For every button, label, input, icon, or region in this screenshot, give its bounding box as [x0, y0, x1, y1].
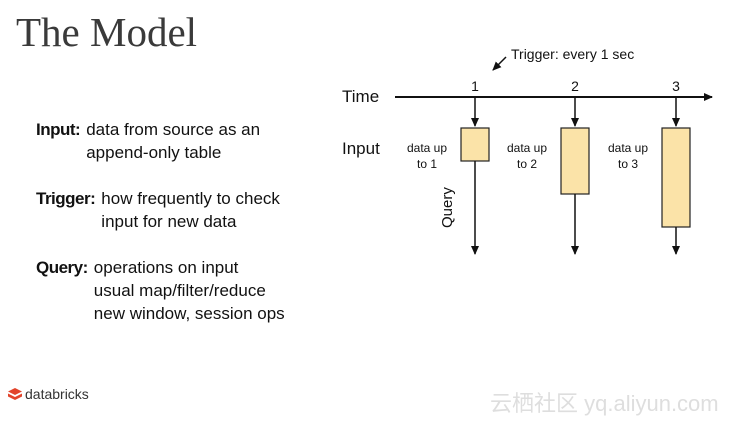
input-box-label: to 1	[417, 157, 437, 171]
trigger-ticks: 1 data up to 1 2 data up to 2 3 data up to 3	[407, 78, 691, 255]
definition-line: input for new data	[101, 212, 237, 231]
input-box-label: data up	[407, 141, 447, 155]
input-row-label: Input	[342, 139, 380, 158]
input-data-box	[661, 127, 691, 228]
tick-label: 3	[672, 78, 680, 94]
definition-line: how frequently to check	[101, 189, 280, 208]
definition-term: Query:	[36, 258, 88, 277]
logo-text: databricks	[25, 386, 89, 402]
input-box-label: data up	[608, 141, 648, 155]
tick-label: 2	[571, 78, 579, 94]
definition-input: Input: data from source as an append-onl…	[36, 118, 336, 164]
tick-label: 1	[471, 78, 479, 94]
input-data-box	[560, 127, 590, 195]
definition-line: usual map/filter/reduce	[93, 281, 266, 300]
definition-trigger: Trigger: how frequently to check input f…	[36, 187, 336, 233]
definition-line: data from source as an	[86, 120, 261, 139]
time-axis-label: Time	[342, 87, 379, 106]
input-box-label: to 2	[517, 157, 537, 171]
databricks-stack-icon	[8, 387, 22, 400]
definitions-list: Input: data from source as an append-onl…	[36, 118, 336, 348]
definition-line: operations on input	[93, 258, 239, 277]
definition-line: new window, session ops	[93, 304, 285, 323]
watermark-text: 云栖社区 yq.aliyun.com	[490, 391, 719, 416]
slide-title: The Model	[16, 9, 198, 55]
trigger-label: Trigger: every 1 sec	[511, 46, 634, 62]
definition-term: Trigger:	[36, 189, 96, 208]
definition-query: Query: operations on input usual map/fil…	[36, 256, 336, 325]
definition-line: append-only table	[86, 143, 222, 162]
input-box-label: data up	[507, 141, 547, 155]
databricks-logo: databricks	[8, 386, 89, 402]
input-box-label: to 3	[618, 157, 638, 171]
trigger-pointer-arrow	[492, 56, 507, 71]
input-data-box	[460, 127, 490, 162]
definition-term: Input:	[36, 120, 81, 139]
query-label: Query	[439, 187, 456, 228]
